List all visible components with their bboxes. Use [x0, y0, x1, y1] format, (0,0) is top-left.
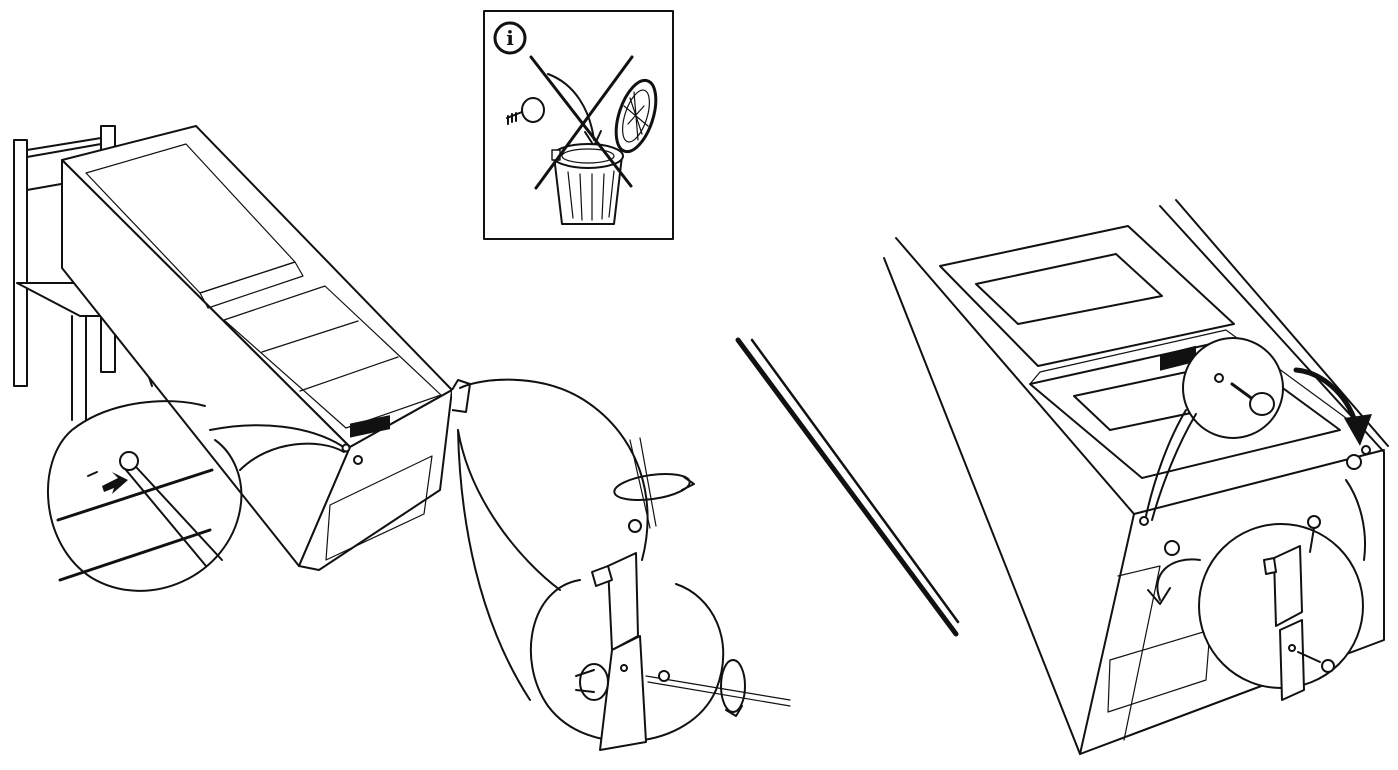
prohibited-cross-icon [529, 55, 634, 190]
pin-icon [506, 97, 545, 125]
notice-panel: i [483, 10, 674, 240]
hinge-reassemble-detail [1147, 479, 1367, 701]
trash-bin-icon [551, 143, 624, 225]
door-hinge-unscrew-detail [457, 378, 791, 751]
appliance-lying-on-back [61, 125, 471, 571]
rotate-arrow-icon [1293, 367, 1372, 446]
pin-insert-detail [1145, 337, 1284, 521]
cover-cap-icon [614, 78, 658, 154]
info-badge-letter: i [506, 26, 514, 50]
right-panel [735, 199, 1389, 755]
notice-frame [483, 10, 674, 240]
left-panel [13, 125, 791, 751]
pin-removal-detail [46, 400, 345, 592]
info-icon: i [493, 21, 527, 55]
